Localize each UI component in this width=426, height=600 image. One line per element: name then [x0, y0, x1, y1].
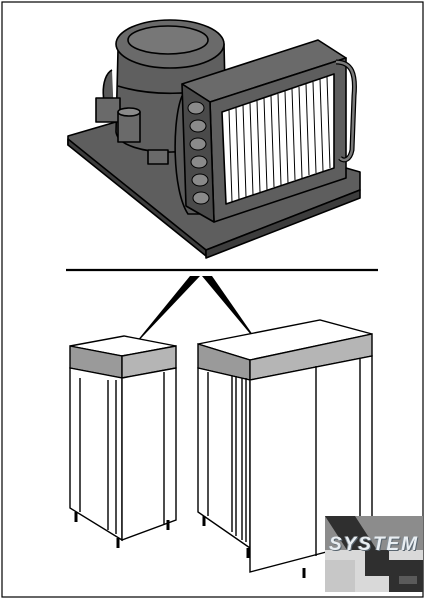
pointer-right	[202, 276, 262, 348]
single-door-cabinet	[69, 335, 177, 548]
logo-text: SYSTEM	[328, 534, 420, 555]
logo-graphic	[325, 516, 423, 592]
condenser-coil	[181, 39, 347, 223]
pointer-left	[128, 276, 200, 352]
mount-foot	[147, 149, 169, 165]
capacitor	[117, 107, 141, 143]
base-plate-front	[205, 189, 361, 259]
relay-box	[95, 97, 121, 123]
double-door-cabinet	[197, 319, 373, 578]
brand-logo: SYSTEM	[325, 516, 423, 592]
condensing-unit	[67, 19, 361, 259]
